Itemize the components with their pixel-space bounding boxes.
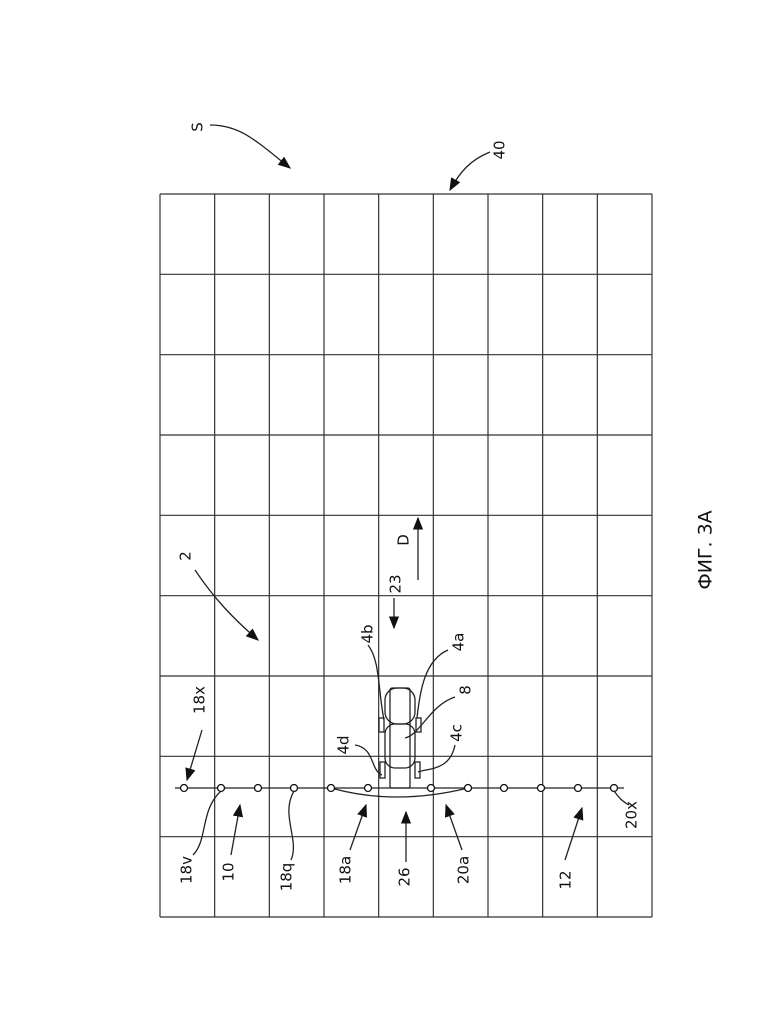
nozzle: [501, 785, 508, 792]
reference-labels: S 40 2 23 D 4b 4a 8 4d 4c 18x 18v 10 18q…: [177, 122, 717, 891]
label-18x: 18x: [191, 686, 209, 714]
label-18a: 18a: [337, 856, 355, 884]
label-20a: 20a: [455, 856, 473, 884]
label-4a: 4a: [450, 633, 468, 652]
label-18q: 18q: [278, 863, 296, 892]
nozzle: [255, 785, 262, 792]
label-40: 40: [491, 140, 509, 159]
nozzle: [328, 785, 335, 792]
label-4d: 4d: [335, 735, 353, 754]
label-12: 12: [557, 870, 575, 889]
label-20x: 20x: [623, 801, 641, 829]
label-26: 26: [396, 867, 414, 886]
leader-lines: [187, 125, 629, 862]
figure-caption: ФИГ. 3А: [695, 510, 717, 589]
field-grid: [160, 194, 652, 917]
label-D: D: [395, 534, 413, 546]
label-2: 2: [177, 551, 195, 561]
nozzle: [575, 785, 582, 792]
label-4b: 4b: [359, 624, 377, 643]
label-4c: 4c: [448, 724, 466, 742]
nozzle: [428, 785, 435, 792]
label-S: S: [189, 122, 207, 132]
nozzle: [611, 785, 618, 792]
nozzle: [538, 785, 545, 792]
nozzle: [181, 785, 188, 792]
nozzle: [465, 785, 472, 792]
sprayer-boom: [175, 785, 624, 798]
nozzle: [365, 785, 372, 792]
label-8: 8: [457, 685, 475, 695]
tractor: [379, 688, 421, 788]
label-10: 10: [220, 862, 238, 881]
nozzle: [218, 785, 225, 792]
nozzle: [291, 785, 298, 792]
label-23: 23: [387, 574, 405, 593]
label-18v: 18v: [178, 856, 196, 884]
